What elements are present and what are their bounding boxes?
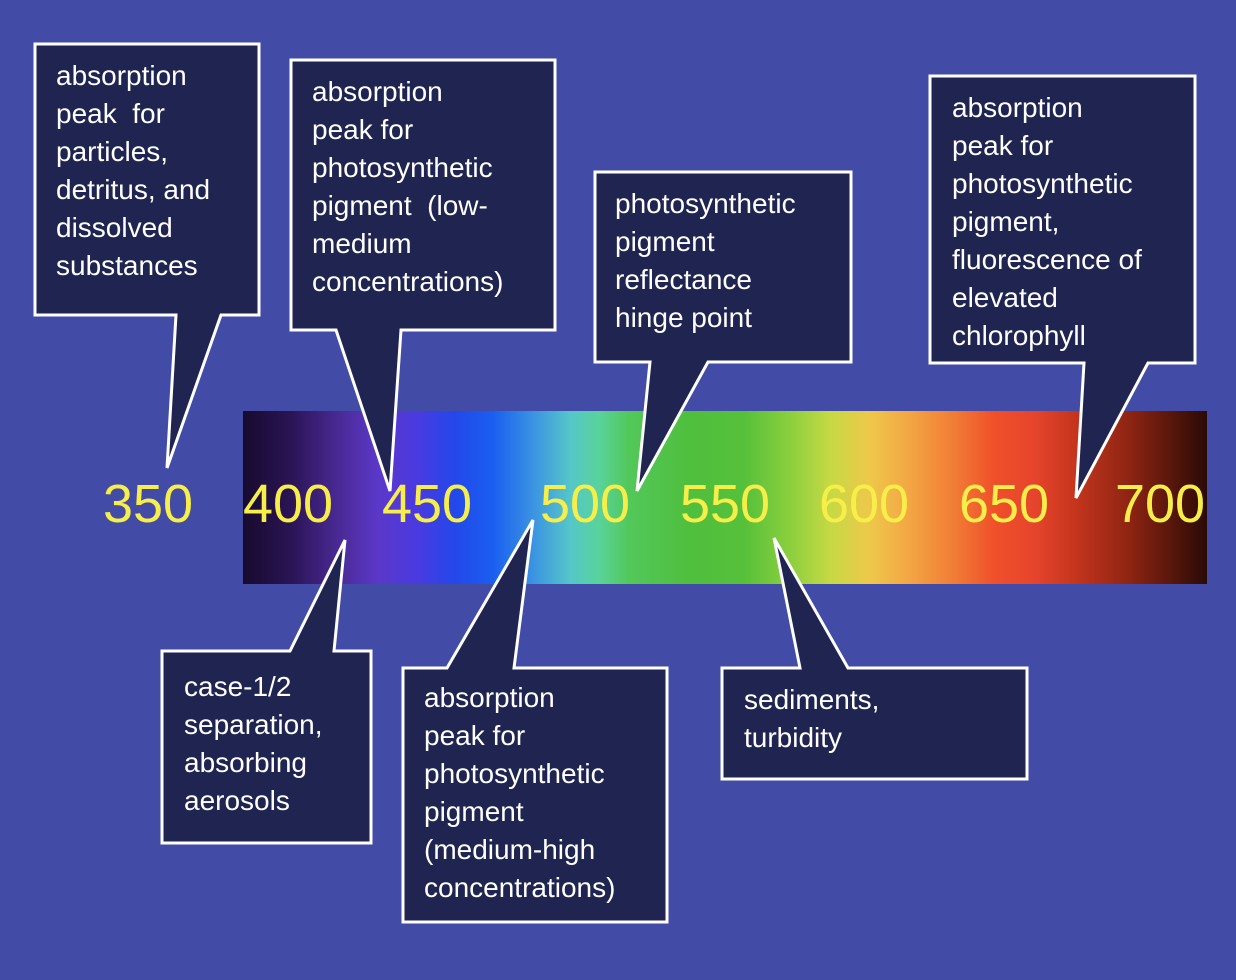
tick-label-600: 600	[818, 474, 910, 534]
callout-text-case-separation: case-1/2 separation, absorbing aerosols	[184, 671, 323, 816]
callout-pigment-medium-high	[401, 519, 669, 924]
tick-label-650: 650	[958, 474, 1050, 534]
callout-text-elevated-chlorophyll: absorption peak for photosynthetic pigme…	[952, 92, 1142, 351]
tick-label-400: 400	[242, 474, 334, 534]
visible-spectrum-bar	[243, 411, 1207, 584]
callout-hinge-point	[593, 170, 853, 492]
callout-text-pigment-medium-high: absorption peak for photosynthetic pigme…	[424, 682, 616, 903]
tick-label-500: 500	[539, 474, 631, 534]
tick-label-700: 700	[1114, 474, 1206, 534]
tick-label-550: 550	[679, 474, 771, 534]
callout-particles-detritus	[33, 42, 261, 469]
callout-text-pigment-low-medium: absorption peak for photosynthetic pigme…	[312, 76, 504, 297]
callout-elevated-chlorophyll	[928, 74, 1197, 499]
callout-text-hinge-point: photosynthetic pigment reflectance hinge…	[615, 188, 796, 333]
callout-case-separation	[160, 539, 373, 845]
callout-sediments	[720, 537, 1029, 781]
tick-label-450: 450	[381, 474, 473, 534]
callout-pigment-low-medium	[289, 58, 557, 492]
callout-text-particles-detritus: absorption peak for particles, detritus,…	[56, 60, 211, 281]
tick-label-350: 350	[102, 474, 194, 534]
callout-text-sediments: sediments, turbidity	[744, 684, 880, 753]
